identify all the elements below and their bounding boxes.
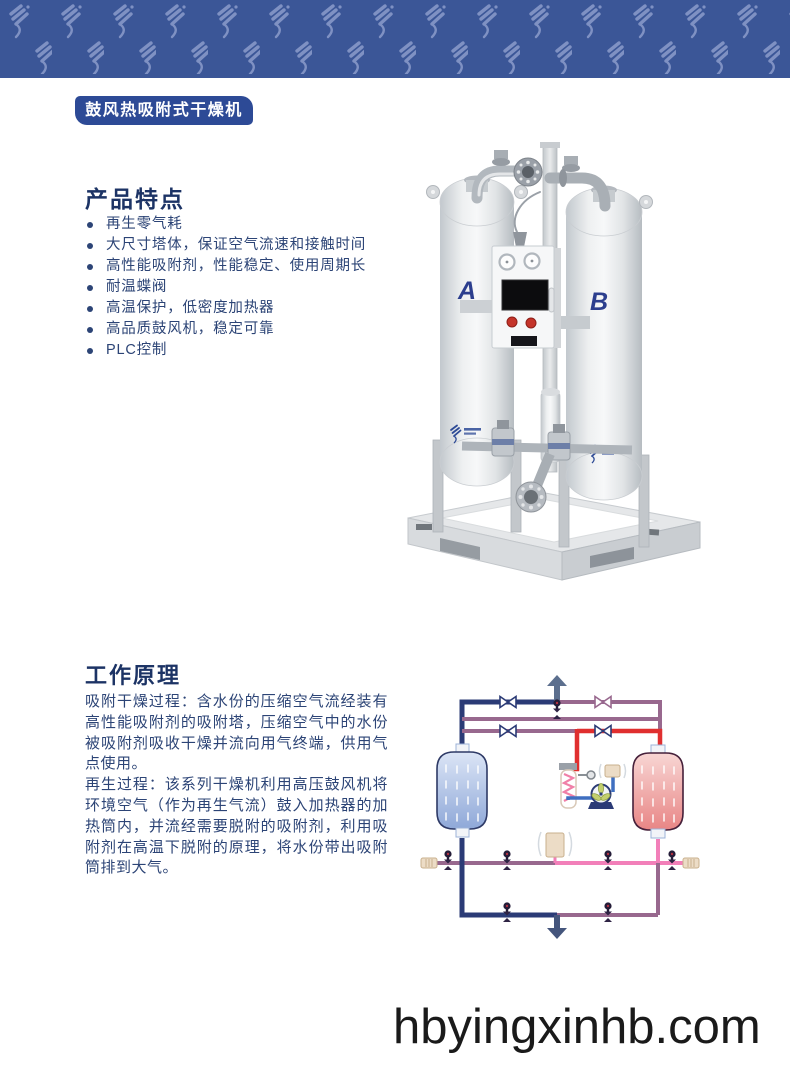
- bullet-icon: [87, 222, 93, 228]
- feature-item: 耐温蝶阀: [85, 277, 405, 298]
- regeneration-tower-right: [632, 744, 684, 839]
- principle-paragraph: 再生过程：该系列干燥机利用高压鼓风机将环境空气（作为再生气流）鼓入加热器的加热筒…: [85, 776, 388, 877]
- features-list: 再生零气耗 大尺寸塔体，保证空气流速和接触时间 高性能吸附剂，性能稳定、使用周期…: [85, 214, 405, 361]
- intake-silencer: [604, 764, 621, 778]
- temperature-gauge-icon: [586, 770, 596, 780]
- bottom-piping: [461, 420, 633, 513]
- principle-text: 吸附干燥过程：含水份的压缩空气流经装有高性能吸附剂的吸附塔，压缩空气中的水份被吸…: [85, 692, 388, 879]
- feature-item: 高温保护，低密度加热器: [85, 298, 405, 319]
- tower-b-label: B: [590, 288, 608, 316]
- feature-item: PLC控制: [85, 340, 405, 361]
- watermark-text: hbyingxinhb.com: [393, 1000, 761, 1054]
- flow-arrows-up: [445, 764, 479, 822]
- exhaust-arrow-icon: [547, 675, 567, 719]
- bullet-icon: [87, 327, 93, 333]
- tower-legs: [432, 439, 650, 548]
- base-skid: [407, 491, 701, 581]
- title-badge: 鼓风热吸附式干燥机: [75, 96, 253, 125]
- features-heading: 产品特点: [85, 186, 185, 212]
- flow-arrows-down: [641, 765, 675, 823]
- principle-paragraph: 吸附干燥过程：含水份的压缩空气流经装有高性能吸附剂的吸附塔，压缩空气中的水份被吸…: [85, 693, 388, 773]
- product-image: A B: [400, 140, 790, 595]
- flow-diagram: [420, 672, 720, 952]
- bullet-icon: [87, 243, 93, 249]
- red-button-icon: [525, 317, 537, 329]
- feature-item: 大尺寸塔体，保证空气流速和接触时间: [85, 235, 405, 256]
- purge-silencer: [537, 831, 573, 858]
- purge-arrow-icon: [547, 915, 567, 939]
- tower-a-label: A: [457, 277, 476, 305]
- nameplate: [511, 336, 537, 346]
- bottom-manifold-pipes: [436, 838, 697, 918]
- panel-handle: [548, 287, 555, 313]
- top-piping: [471, 150, 611, 252]
- control-panel: [460, 245, 590, 349]
- header-band: [0, 0, 790, 78]
- tower-b: B: [565, 185, 653, 501]
- feature-item: 再生零气耗: [85, 214, 405, 235]
- red-button-icon: [506, 316, 518, 328]
- display-screen: [501, 279, 549, 311]
- top-manifold-pipes: [459, 699, 663, 753]
- adsorption-tower-left: [436, 743, 488, 838]
- principle-heading: 工作原理: [85, 663, 182, 688]
- bullet-icon: [87, 348, 93, 354]
- heater: [559, 729, 596, 809]
- bullet-icon: [87, 306, 93, 312]
- header-pattern: [0, 0, 790, 78]
- feature-item: 高性能吸附剂，性能稳定、使用周期长: [85, 256, 405, 277]
- blower: [566, 763, 627, 809]
- bullet-icon: [87, 285, 93, 291]
- fan-icon: [591, 783, 611, 801]
- bullet-icon: [87, 264, 93, 270]
- feature-item: 高品质鼓风机，稳定可靠: [85, 319, 405, 340]
